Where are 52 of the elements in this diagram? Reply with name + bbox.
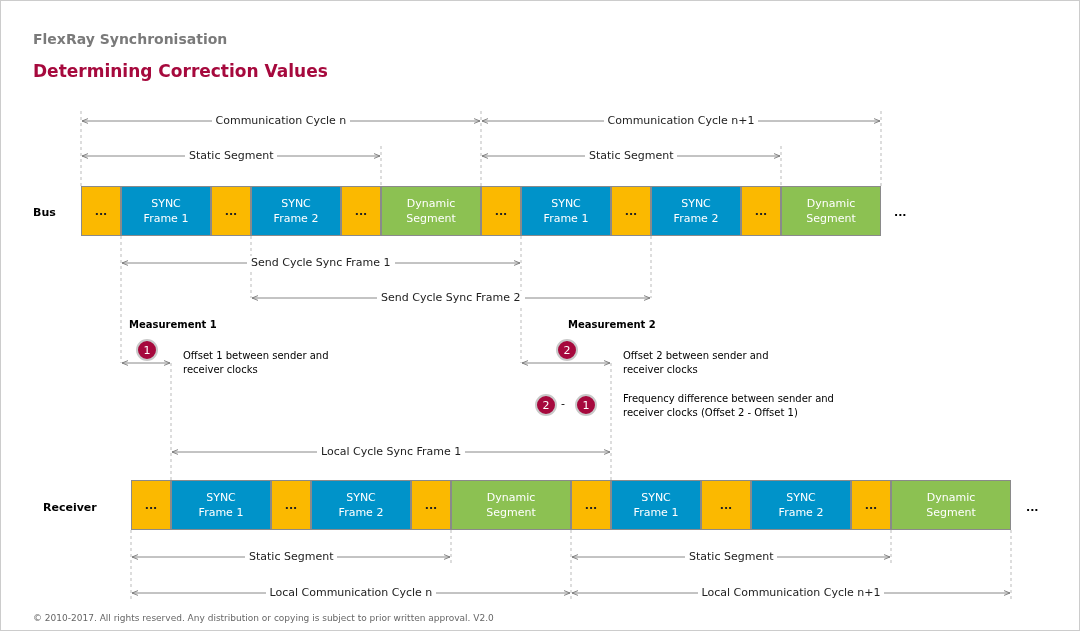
annotation-text: Frequency difference between sender and receiver clocks (Offset 2 - Offset 1) (623, 392, 835, 420)
sync-frame-slot: SYNC Frame 1 (611, 480, 701, 530)
dimension-label: Static Segment (585, 149, 678, 163)
dynamic-segment-slot: Dynamic Segment (381, 186, 481, 236)
ellipsis-slot: ... (741, 186, 781, 236)
sync-frame-slot: SYNC Frame 1 (521, 186, 611, 236)
title: FlexRay Synchronisation (33, 31, 228, 47)
ellipsis-slot: ... (851, 480, 891, 530)
dimension-label: Local Communication Cycle n+1 (697, 586, 885, 600)
sync-frame-slot: SYNC Frame 2 (751, 480, 851, 530)
sync-frame-slot: SYNC Frame 1 (171, 480, 271, 530)
dynamic-segment-slot: Dynamic Segment (781, 186, 881, 236)
dimension-label: Communication Cycle n (211, 114, 351, 128)
dimension-label: Static Segment (245, 550, 338, 564)
ellipsis-slot: ... (341, 186, 381, 236)
measurement-label: Measurement 2 (568, 319, 656, 330)
dynamic-segment-slot: Dynamic Segment (891, 480, 1011, 530)
measurement-label: Measurement 1 (129, 319, 217, 330)
dimension-label: Local Cycle Sync Frame 1 (317, 445, 466, 459)
annotation-text: Offset 1 between sender and receiver clocks (183, 349, 330, 377)
sync-frame-slot: SYNC Frame 2 (311, 480, 411, 530)
ellipsis-slot: ... (571, 480, 611, 530)
ellipsis-slot: ... (81, 186, 121, 236)
number-badge: 2 (535, 394, 557, 416)
ellipsis-slot: ... (211, 186, 251, 236)
dimension-label: Communication Cycle n+1 (603, 114, 759, 128)
ellipsis: ... (894, 206, 907, 219)
dynamic-segment-slot: Dynamic Segment (451, 480, 571, 530)
ellipsis-slot: ... (611, 186, 651, 236)
copyright-caption: © 2010-2017. All rights reserved. Any distribution or copying is subject to prior written approval. V2.0 (33, 613, 494, 623)
annotation-text: Offset 2 between sender and receiver clocks (623, 349, 770, 377)
number-badge: 1 (575, 394, 597, 416)
ellipsis: ... (1026, 501, 1039, 514)
dimension-label: Static Segment (185, 149, 278, 163)
row-label: Bus (33, 206, 56, 219)
ellipsis-slot: ... (411, 480, 451, 530)
dimension-label: Local Communication Cycle n (265, 586, 437, 600)
ellipsis-slot: ... (481, 186, 521, 236)
number-badge: 1 (136, 339, 158, 361)
ellipsis-slot: ... (701, 480, 751, 530)
dimension-label: Static Segment (685, 550, 778, 564)
dimension-label: Send Cycle Sync Frame 2 (377, 291, 525, 305)
sync-frame-slot: SYNC Frame 2 (651, 186, 741, 236)
sync-frame-slot: SYNC Frame 2 (251, 186, 341, 236)
row-label: Receiver (43, 501, 97, 514)
sync-frame-slot: SYNC Frame 1 (121, 186, 211, 236)
subtitle: Determining Correction Values (33, 61, 328, 81)
ellipsis-slot: ... (271, 480, 311, 530)
dimension-label: Send Cycle Sync Frame 1 (247, 256, 395, 270)
number-badge: 2 (556, 339, 578, 361)
minus-sign: - (561, 397, 565, 410)
ellipsis-slot: ... (131, 480, 171, 530)
